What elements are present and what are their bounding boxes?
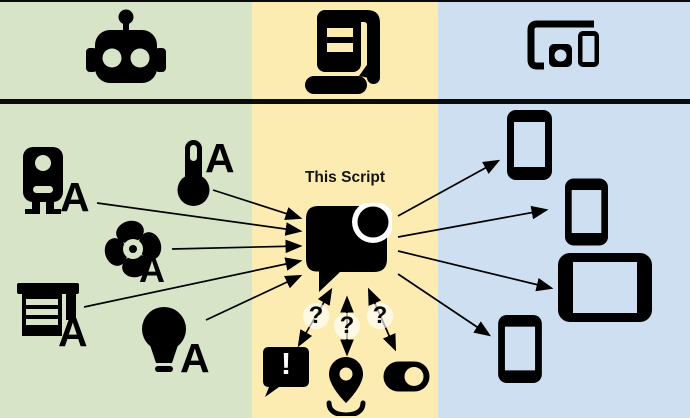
thermometer-icon [177, 140, 210, 206]
fan-automation-label: A [139, 249, 165, 290]
feedback-message-icon [263, 347, 309, 397]
lightbulb-automation-label: A [180, 335, 210, 381]
question-circle-3: ? [367, 303, 393, 329]
phone-icon-2 [565, 178, 608, 246]
water-heater-icon [23, 147, 63, 214]
phone-icon-1 [507, 110, 552, 180]
arrow-fan-to-script [171, 239, 303, 254]
question-mark: ? [308, 302, 324, 329]
blinds-icon [17, 283, 79, 336]
toggle-switch-icon [383, 361, 430, 392]
water-heater-automation-label: A [60, 174, 90, 220]
script-scroll-icon [305, 10, 380, 94]
top-border-line [0, 0, 690, 2]
question-mark: ? [339, 312, 355, 339]
arrow-waterheater-to-script [96, 202, 303, 236]
phone-icon-3 [498, 315, 542, 383]
arrow-script-to-phone2 [397, 205, 549, 238]
arrow-lightbulb-to-script [205, 274, 303, 321]
location-pin-icon [326, 357, 366, 416]
arrow-script-to-phone3 [397, 273, 492, 337]
tablet-icon [558, 253, 652, 322]
robot-icon [86, 9, 166, 83]
question-circle-2: ? [334, 313, 360, 339]
blinds-automation-label: A [58, 309, 88, 355]
script-chat-icon [306, 203, 392, 292]
fan-icon [104, 220, 162, 278]
question-mark: ? [372, 302, 388, 329]
header-divider-line [0, 99, 690, 104]
arrow-script-to-phone1 [397, 159, 501, 217]
thermometer-automation-label: A [205, 135, 235, 181]
feedback-exclamation: ! [280, 346, 292, 381]
question-circle-1: ? [303, 303, 329, 329]
arrow-script-to-tablet [397, 250, 554, 292]
script-title: This Script [304, 169, 386, 186]
arrow-blinds-to-script [83, 257, 303, 308]
lightbulb-icon [142, 307, 186, 372]
arrow-thermometer-to-script [212, 189, 303, 221]
devices-column-background [438, 0, 690, 418]
devices-icon [527, 20, 599, 70]
